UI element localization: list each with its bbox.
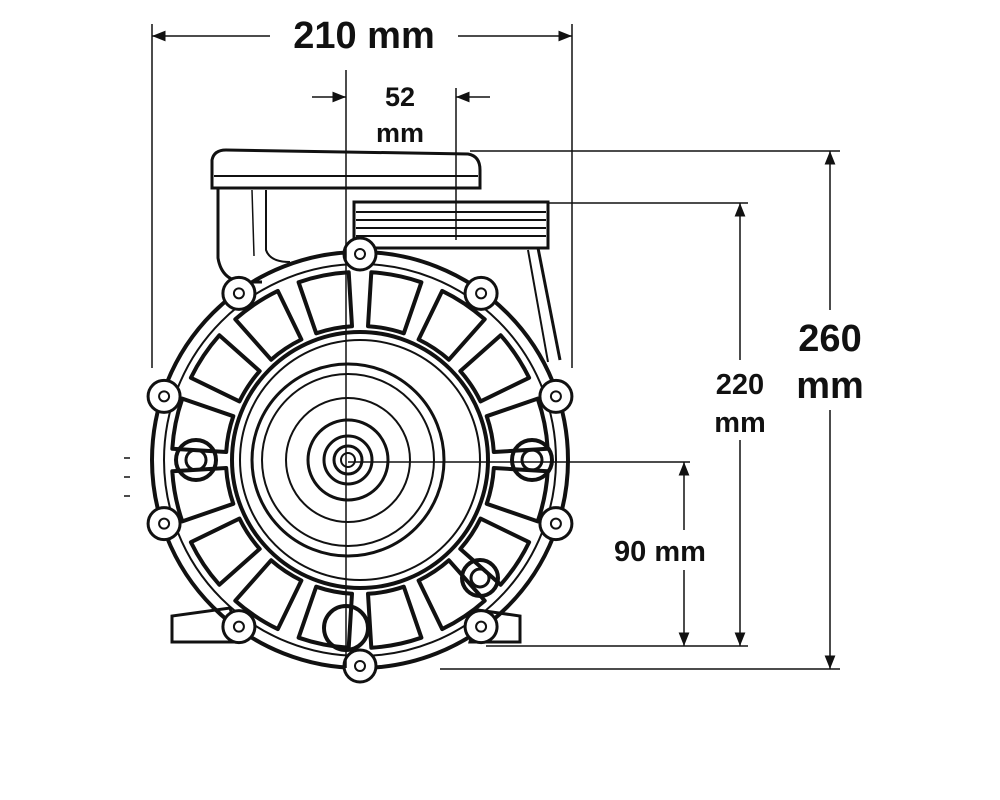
shaft-width-unit: mm	[376, 118, 424, 148]
bolt-lug	[538, 378, 574, 414]
bolt-hole	[549, 390, 562, 403]
left-ticks	[124, 457, 130, 497]
bolt-hole	[232, 620, 245, 633]
shaft-width-value: 52	[385, 82, 415, 112]
bolt-hole	[354, 660, 366, 672]
bolt-hole	[354, 248, 366, 260]
bolt-lug	[463, 275, 499, 311]
rib-pocket	[170, 466, 236, 524]
bolt-lug	[146, 378, 182, 414]
width-label: 210 mm	[293, 15, 435, 57]
rib-pocket	[188, 516, 262, 587]
rib-pocket	[484, 466, 550, 524]
rib-pocket	[233, 288, 304, 362]
outlet-housing	[210, 148, 482, 284]
outlet-height-unit: mm	[714, 407, 766, 439]
ribs	[170, 270, 550, 650]
centerlines	[345, 70, 690, 668]
bolt-lug	[342, 648, 378, 684]
rib-pocket	[296, 584, 354, 650]
axis-height-label: 90 mm	[614, 536, 706, 568]
bolt-lug	[538, 506, 574, 542]
rib-pocket	[458, 516, 532, 587]
rib-ring-inner	[230, 330, 490, 590]
pump-body	[146, 148, 574, 684]
rib-ring-inner2	[239, 339, 481, 581]
bolt-hole	[158, 390, 171, 403]
rib-pocket	[458, 333, 532, 404]
bolt-hole	[475, 287, 488, 300]
bolt-lug	[221, 275, 257, 311]
shaft-core	[340, 452, 356, 468]
bolt-hole	[232, 287, 245, 300]
height-unit: mm	[796, 365, 864, 407]
outlet-height-value: 220	[716, 369, 764, 401]
rib-pocket	[366, 584, 424, 650]
rib-pocket	[416, 558, 487, 632]
threaded-outlet	[352, 200, 562, 363]
bolt-lug	[221, 609, 257, 645]
rib-pocket	[416, 288, 487, 362]
bolt-lug	[146, 506, 182, 542]
rib-pocket	[188, 333, 262, 404]
rib-pocket	[296, 270, 354, 336]
bolt-lug	[463, 609, 499, 645]
rib-pocket	[233, 558, 304, 632]
motor-face-outer	[250, 362, 446, 558]
bolt-lug	[342, 236, 378, 272]
rib-pocket	[170, 396, 236, 454]
dimension-lines	[151, 24, 840, 670]
flange-inner	[163, 263, 557, 657]
bolt-lugs	[146, 236, 574, 684]
bolt-hole	[475, 620, 488, 633]
shaft-boss	[306, 418, 390, 502]
bolt-hole	[158, 517, 171, 530]
bolt-hole	[549, 517, 562, 530]
mounting-holes	[174, 438, 554, 652]
rib-pocket	[366, 270, 424, 336]
motor-face-ring	[285, 397, 411, 523]
shaft-outer	[322, 434, 374, 486]
motor-face-mid	[261, 373, 435, 547]
shaft	[332, 444, 364, 476]
height-value: 260	[798, 318, 861, 360]
